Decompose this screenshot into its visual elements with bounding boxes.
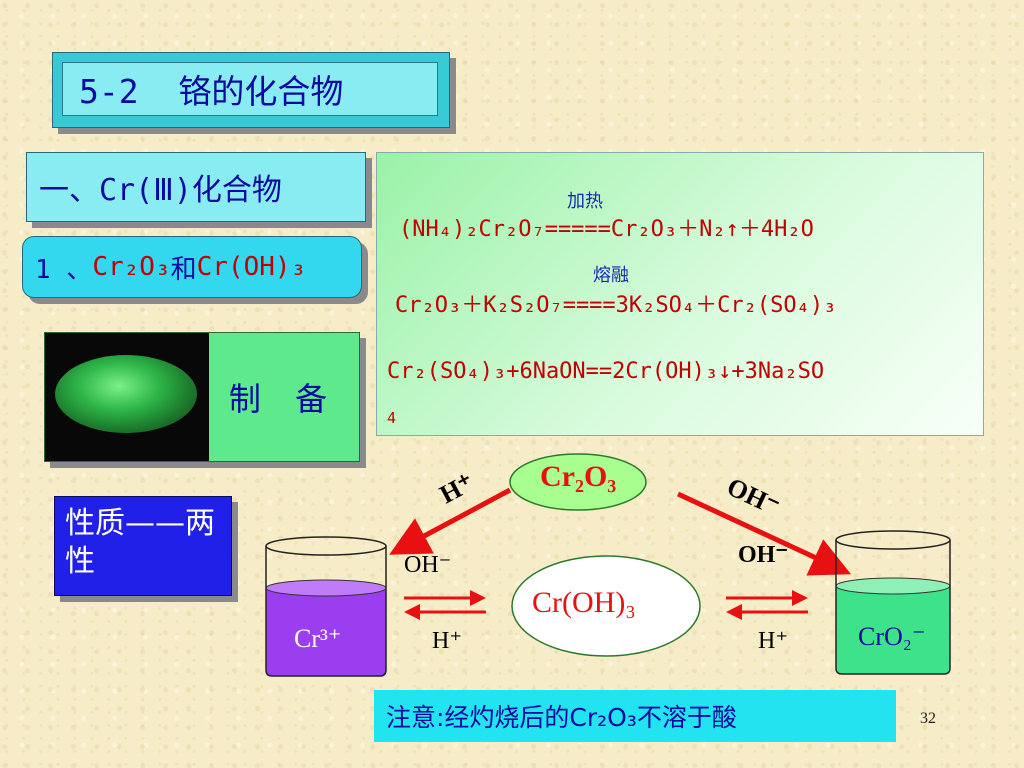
equation-3: Cr₂(SO₄)₃+6NaON==2Cr(OH)₃↓+3Na₂SO [387, 359, 825, 384]
properties-label: 性质——两性 [54, 496, 232, 596]
section-heading: 一、Cr(Ⅲ)化合物 [26, 152, 366, 222]
note-box: 注意:经灼烧后的Cr₂O₃不溶于酸 [374, 690, 896, 742]
eq1-condition: 加热 [567, 191, 603, 212]
cr2o3-oval [509, 453, 647, 511]
left-beaker [265, 536, 387, 677]
title-frame: 5-2 铬的化合物 [52, 52, 450, 128]
right-oh-label: OH⁻ [738, 542, 789, 568]
equation-2: Cr₂O₃＋K₂S₂O₇====3K₂SO₄＋Cr₂(SO₄)₃ [395, 293, 837, 318]
green-powder-pile [55, 355, 197, 433]
left-equilibrium-arrows [404, 590, 486, 620]
subsection-croh3: Cr(OH)₃ [196, 252, 307, 282]
subsection-cr2o3: Cr₂O₃ [92, 252, 171, 282]
arrow-to-cro2 [676, 491, 852, 576]
croh3-label: Cr(OH)₃ [532, 586, 636, 619]
preparation-card: 制 备 [44, 332, 360, 462]
left-h-label: H⁺ [432, 628, 462, 654]
cr2o3-powder-image [45, 333, 209, 461]
subsection-number: 1 、 [35, 254, 93, 285]
equation-3-wrap: 4 [387, 409, 397, 427]
cr2o3-label: Cr₂O₃ [540, 460, 617, 493]
arrow-to-cr3 [389, 487, 512, 555]
right-equilibrium-arrows [726, 590, 808, 620]
cr3-plus-label: Cr³⁺ [294, 624, 342, 653]
equation-1: (NH₄)₂Cr₂O₇=====Cr₂O₃＋N₂↑＋4H₂O [399, 217, 814, 242]
page-number: 32 [920, 710, 936, 727]
right-h-label: H⁺ [758, 628, 788, 654]
equations-panel: 加热 (NH₄)₂Cr₂O₇=====Cr₂O₃＋N₂↑＋4H₂O 熔融 Cr₂… [376, 152, 984, 436]
left-oh-label: OH⁻ [404, 552, 452, 578]
preparation-label: 制 备 [228, 380, 340, 418]
cro2-minus-label: CrO₂⁻ [858, 622, 926, 651]
croh3-oval [511, 555, 701, 657]
right-beaker [835, 530, 951, 675]
page-title: 5-2 铬的化合物 [62, 62, 438, 116]
subsection-and: 和 [170, 254, 197, 285]
eq2-condition: 熔融 [593, 265, 629, 286]
